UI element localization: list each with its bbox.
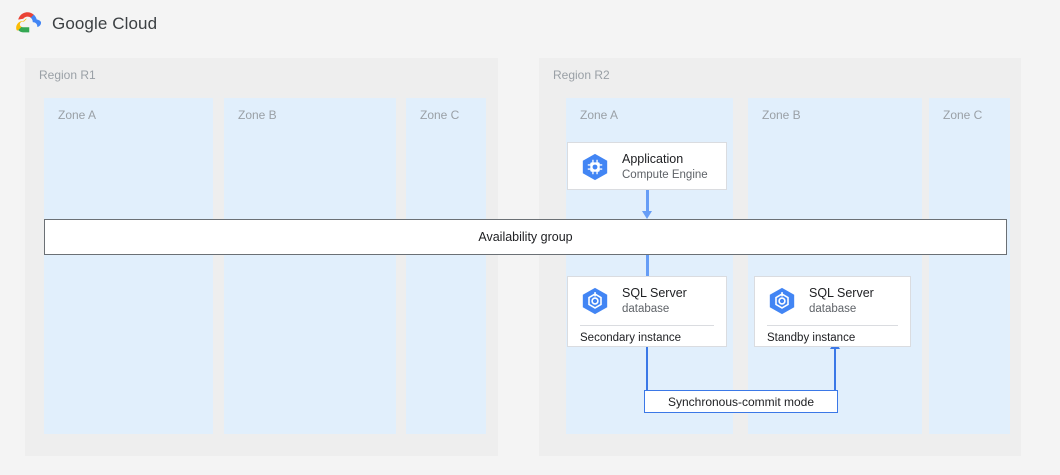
node-sql-standby-title: SQL Server — [809, 286, 874, 300]
node-sql-secondary-divider — [580, 325, 714, 326]
region-r2-zone-a-label: Zone A — [580, 108, 619, 122]
region-r1-zone-c: Zone C — [406, 98, 486, 434]
node-sql-standby-divider — [767, 325, 898, 326]
connector-secondary-to-standby-up-line — [834, 348, 836, 407]
availability-group-bar[interactable]: Availability group — [44, 219, 1007, 255]
node-sql-standby-footer: Standby instance — [767, 332, 856, 344]
region-r1-zone-a: Zone A — [44, 98, 213, 434]
connector-app-to-availability-group-line — [646, 189, 649, 214]
node-application-body: Application Compute Engine — [568, 143, 726, 191]
node-sql-server-standby[interactable]: SQL Server database Standby instance — [754, 276, 911, 347]
synchronous-commit-mode-label: Synchronous-commit mode — [667, 394, 815, 409]
node-application-compute-engine[interactable]: Application Compute Engine — [567, 142, 727, 190]
node-application-subtitle: Compute Engine — [622, 168, 708, 181]
region-r1-label: Region R1 — [39, 68, 96, 82]
region-r1-zone-b-label: Zone B — [238, 108, 277, 122]
node-sql-secondary-body: SQL Server database — [568, 277, 726, 325]
node-sql-standby-subtitle: database — [809, 302, 857, 315]
node-sql-server-secondary[interactable]: SQL Server database Secondary instance — [567, 276, 727, 347]
region-r2-zone-c: Zone C — [929, 98, 1010, 434]
region-r2-zone-c-label: Zone C — [943, 108, 983, 122]
app-header: Google Cloud — [0, 0, 1060, 48]
node-sql-standby-text: SQL Server database — [809, 286, 874, 316]
compute-engine-icon — [582, 153, 608, 181]
connector-availability-group-to-secondary-line — [646, 255, 649, 280]
region-r1-zone-c-label: Zone C — [420, 108, 460, 122]
region-r2-zone-b-label: Zone B — [762, 108, 801, 122]
node-application-title: Application — [622, 152, 684, 166]
node-sql-secondary-subtitle: database — [622, 302, 670, 315]
connector-secondary-to-standby-down-line — [646, 347, 648, 407]
synchronous-commit-mode-label-box: Synchronous-commit mode — [644, 390, 838, 413]
region-r2-label: Region R2 — [553, 68, 610, 82]
google-cloud-logo-icon — [16, 12, 42, 33]
brand-label: Google Cloud — [52, 14, 158, 33]
diagram-canvas: Region R1 Zone A Zone B Zone C Region R2… — [0, 48, 1060, 475]
node-application-text: Application Compute Engine — [622, 152, 708, 182]
node-sql-secondary-text: SQL Server database — [622, 286, 687, 316]
sql-server-database-icon — [769, 287, 795, 315]
region-r1-zone-a-label: Zone A — [58, 108, 97, 122]
node-sql-secondary-footer: Secondary instance — [580, 332, 682, 344]
node-sql-secondary-title: SQL Server — [622, 286, 687, 300]
connector-app-to-availability-group-arrow — [642, 211, 652, 219]
sql-server-database-icon — [582, 287, 608, 315]
node-sql-standby-body: SQL Server database — [755, 277, 910, 325]
region-r1-zone-b: Zone B — [224, 98, 396, 434]
availability-group-label: Availability group — [478, 230, 573, 244]
